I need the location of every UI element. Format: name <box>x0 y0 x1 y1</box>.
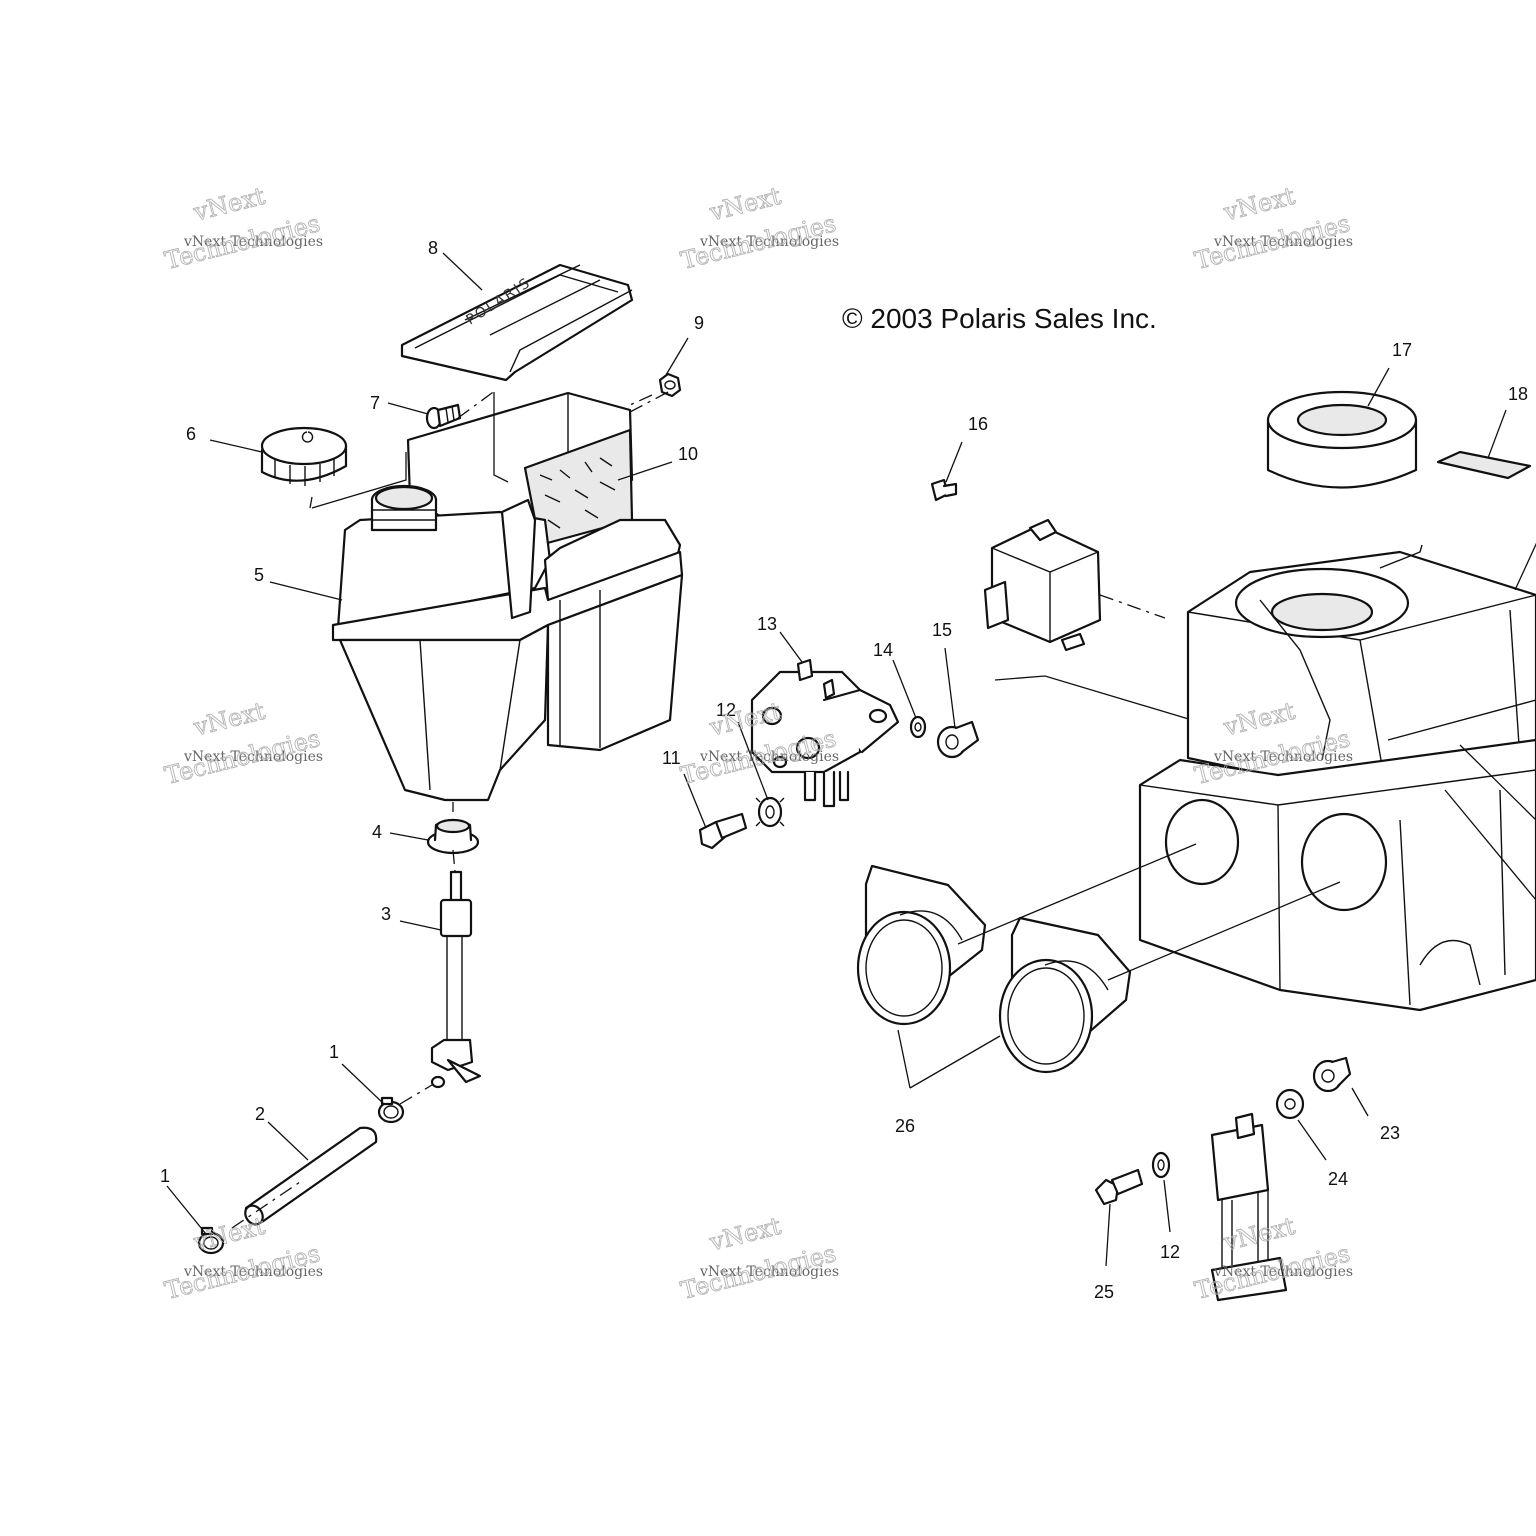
svg-text:Technologies: Technologies <box>678 1239 839 1305</box>
bushing-23 <box>1312 1056 1352 1093</box>
svg-text:vNext: vNext <box>190 1212 268 1257</box>
grommet-4 <box>426 818 480 855</box>
watermark-top-left: vNext vNext Technologies Technologies <box>161 181 323 275</box>
svg-text:vNext Technologies: vNext Technologies <box>699 1264 839 1280</box>
oil-pickup <box>430 870 482 1089</box>
callout-labels: 1 1 2 3 4 5 6 7 8 9 10 11 12 13 14 15 16… <box>160 238 1528 1302</box>
svg-text:Technologies: Technologies <box>162 724 323 790</box>
callout-18: 18 <box>1508 384 1528 404</box>
oil-hose <box>244 1126 378 1226</box>
callout-1a: 1 <box>329 1042 339 1062</box>
callout-5: 5 <box>254 565 264 585</box>
washer-12b <box>1151 1151 1171 1179</box>
callout-10: 10 <box>678 444 698 464</box>
callout-15: 15 <box>932 620 952 640</box>
svg-text:vNext: vNext <box>1220 182 1298 227</box>
watermark-top-center: vNext vNext Technologies Technologies <box>677 181 839 275</box>
tank-cap <box>260 426 348 486</box>
callout-23: 23 <box>1380 1123 1400 1143</box>
svg-text:vNext Technologies: vNext Technologies <box>699 749 839 765</box>
svg-text:Technologies: Technologies <box>162 1239 323 1305</box>
callout-6: 6 <box>186 424 196 444</box>
svg-text:vNext Technologies: vNext Technologies <box>1213 234 1353 250</box>
bolt-11 <box>698 812 748 850</box>
svg-text:vNext Technologies: vNext Technologies <box>699 234 839 250</box>
callout-7: 7 <box>370 393 380 413</box>
callout-12b: 12 <box>1160 1242 1180 1262</box>
callout-16: 16 <box>968 414 988 434</box>
bolt-25 <box>1094 1168 1144 1206</box>
callout-12a: 12 <box>716 700 736 720</box>
callout-9: 9 <box>694 313 704 333</box>
svg-text:Technologies: Technologies <box>162 209 323 275</box>
cdi-module <box>983 518 1102 652</box>
callout-24: 24 <box>1328 1169 1348 1189</box>
svg-text:vNext: vNext <box>190 182 268 227</box>
nut-9 <box>658 372 682 398</box>
callout-26: 26 <box>895 1116 915 1136</box>
callout-11: 11 <box>662 748 681 768</box>
svg-text:vNext: vNext <box>706 1212 784 1257</box>
bolt-16 <box>930 478 958 502</box>
svg-text:vNext: vNext <box>706 182 784 227</box>
svg-text:vNext: vNext <box>190 697 268 742</box>
copyright-notice: © 2003 Polaris Sales Inc. <box>842 303 1157 334</box>
svg-text:Technologies: Technologies <box>1192 209 1353 275</box>
callout-13: 13 <box>757 614 777 634</box>
hose-clamp-1a <box>377 1096 405 1124</box>
svg-text:Technologies: Technologies <box>1192 1239 1353 1305</box>
callout-14: 14 <box>873 640 893 660</box>
hose-clamp-1b <box>197 1226 225 1255</box>
intake-boot-26a <box>856 864 987 1026</box>
watermark-bottom-left: vNext vNext Technologies Technologies <box>161 1211 323 1305</box>
callout-4: 4 <box>372 822 382 842</box>
decal-18 <box>1436 450 1532 480</box>
watermark-group: vNext vNext Technologies Technologies vN… <box>161 181 1353 1305</box>
oil-tank-cover: POLARIS <box>400 263 634 382</box>
callout-8: 8 <box>428 238 438 258</box>
lock-washer-12a <box>755 796 785 828</box>
watermark-bottom-right: vNext vNext Technologies Technologies <box>1191 1211 1353 1305</box>
screw-7 <box>425 403 462 430</box>
svg-text:Technologies: Technologies <box>678 209 839 275</box>
callout-17: 17 <box>1392 340 1412 360</box>
watermark-bottom-center: vNext vNext Technologies Technologies <box>677 1211 839 1305</box>
svg-text:vNext Technologies: vNext Technologies <box>183 1264 323 1280</box>
svg-text:vNext Technologies: vNext Technologies <box>1213 749 1353 765</box>
oil-tank <box>331 484 684 802</box>
foam-ring-17 <box>1266 390 1418 489</box>
bushing-15 <box>936 720 980 759</box>
washer-14 <box>909 715 927 739</box>
fuel-pump <box>750 658 900 808</box>
callout-25: 25 <box>1094 1282 1114 1302</box>
callout-1b: 1 <box>160 1166 170 1186</box>
watermark-top-right: vNext vNext Technologies Technologies <box>1191 181 1353 275</box>
airbox <box>1138 544 1536 1012</box>
callout-3: 3 <box>381 904 391 924</box>
svg-text:vNext Technologies: vNext Technologies <box>183 749 323 765</box>
ignition-coil <box>1210 1112 1288 1302</box>
watermark-mid-left: vNext vNext Technologies Technologies <box>161 696 323 790</box>
intake-boot-26b <box>998 916 1132 1074</box>
svg-text:vNext Technologies: vNext Technologies <box>1213 1264 1353 1280</box>
grommet-24 <box>1275 1088 1305 1120</box>
svg-text:vNext Technologies: vNext Technologies <box>183 234 323 250</box>
callout-2: 2 <box>255 1104 265 1124</box>
